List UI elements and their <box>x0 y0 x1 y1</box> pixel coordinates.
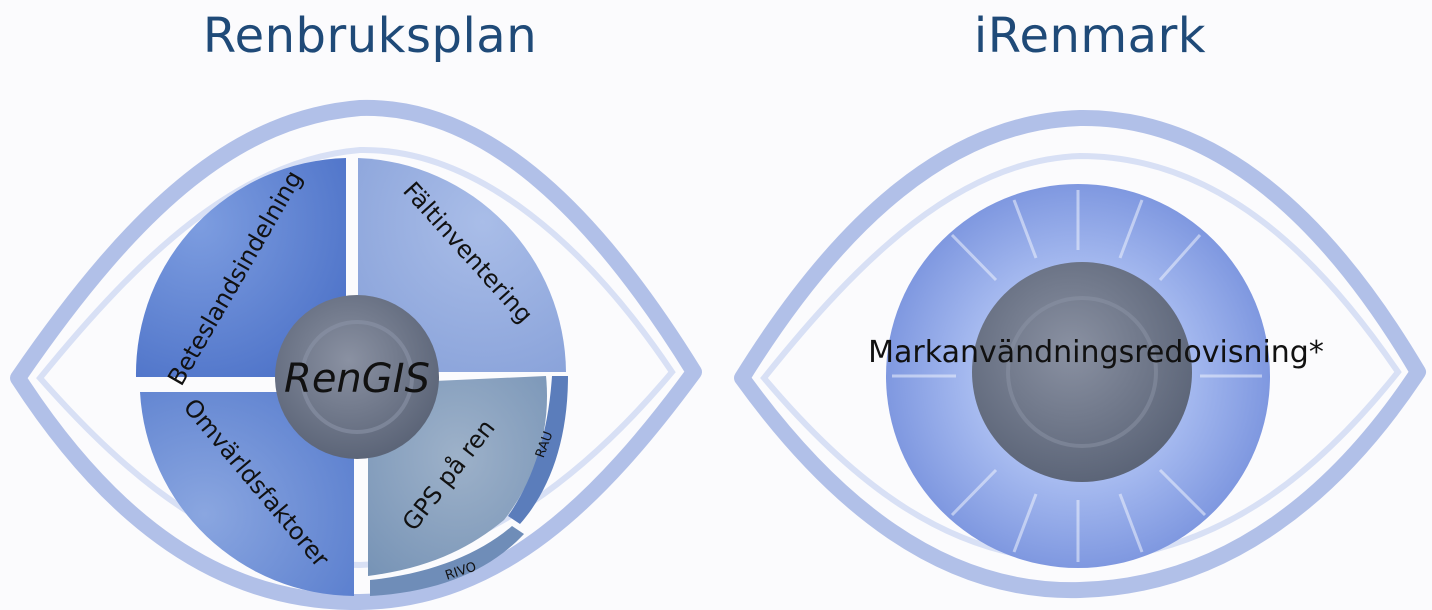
label-markanvandningsredovisning: Markanvändningsredovisning* <box>868 335 1324 370</box>
segment-omvarldsfaktorer <box>140 392 354 596</box>
segment-rivo <box>370 526 524 596</box>
right-eye: Markanvändningsredovisning* <box>734 109 1426 599</box>
right-eye-inner-line <box>760 152 1402 564</box>
label-rengis: RenGIS <box>284 356 430 402</box>
left-pupil <box>275 295 439 459</box>
renbruksplan-title: Renbruksplan <box>202 8 538 64</box>
left-eye: RenGIS Beteslandsindelning Fältinventeri… <box>10 99 702 610</box>
right-pupil <box>972 262 1192 482</box>
segment-beteslandsindelning <box>135 158 346 377</box>
right-eye-outline <box>734 109 1426 599</box>
left-pupil-ring <box>300 320 414 434</box>
irenmark-title: iRenmark <box>973 8 1207 64</box>
left-eye-outline <box>10 99 702 610</box>
segment-rau <box>508 376 568 524</box>
right-pupil-ring <box>1006 296 1158 448</box>
iris-rays <box>892 190 1262 562</box>
